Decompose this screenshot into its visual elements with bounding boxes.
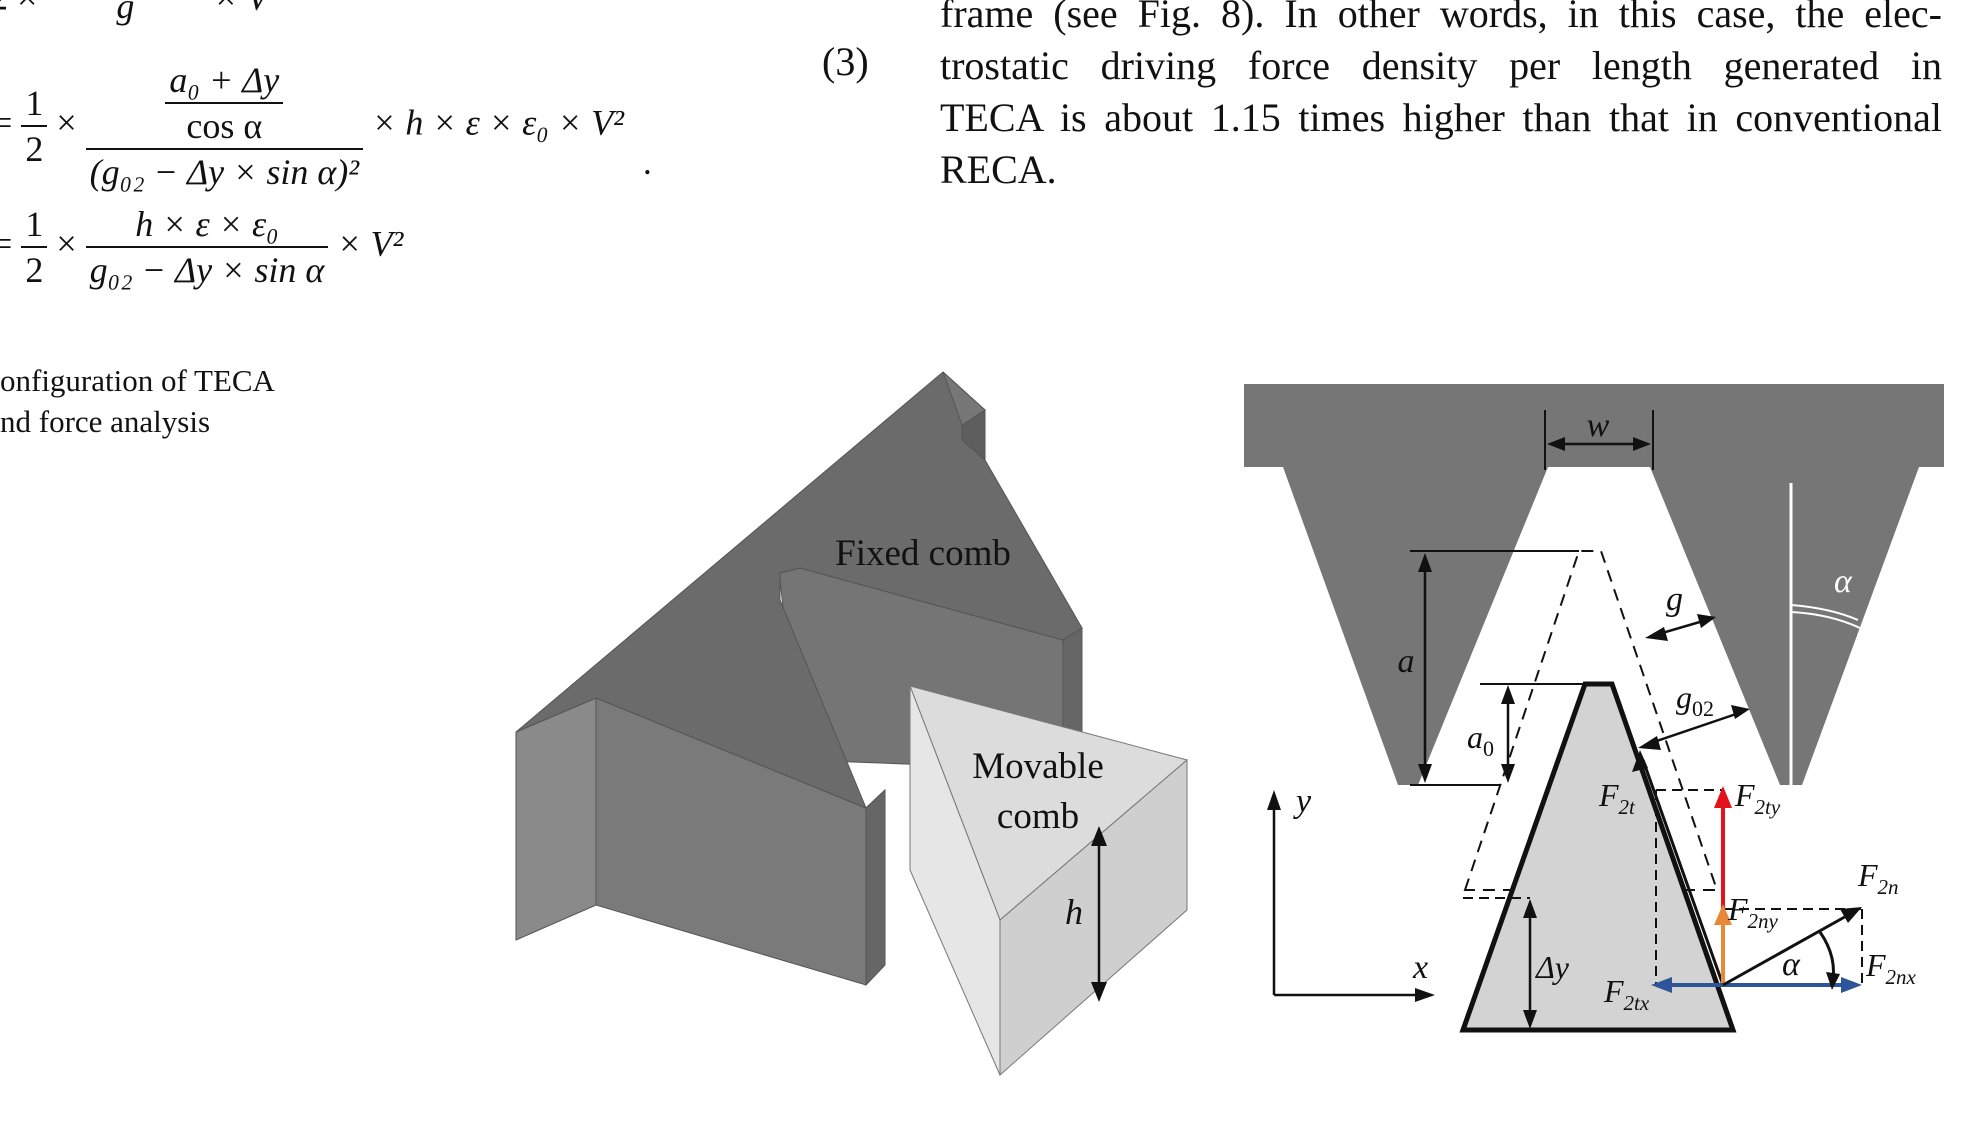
paragraph-line: frame (see Fig. 8). In other words, in t… (940, 0, 1942, 36)
equation-half: 1 2 (21, 83, 48, 167)
g02-base: g (1676, 679, 1692, 715)
alpha-label-force: α (1782, 946, 1801, 983)
body-paragraph: frame (see Fig. 8). In other words, in t… (940, 0, 1942, 196)
f2tx-arrowhead (1651, 977, 1672, 993)
paragraph-line: TECA is about 1.15 times higher than tha… (940, 95, 1942, 140)
g-label: g (1666, 581, 1683, 618)
f2ny-arrowhead (1714, 904, 1732, 925)
equals-sign: = (0, 102, 13, 143)
equation-fraction-1: a₀ + Δy cos α (g₀₂ − Δy × sin α)² (85, 62, 364, 190)
x-axis-label: x (1412, 949, 1428, 986)
w-label: w (1587, 407, 1610, 444)
figure-caption: onfiguration of TECA nd force analysis (0, 360, 275, 442)
xy-axes: y x (1267, 783, 1435, 1002)
delta-y-label: Δy (1534, 949, 1570, 985)
half-num: 1 (25, 83, 44, 123)
equation-number: (3) (822, 39, 869, 84)
times-sign: × (56, 223, 77, 264)
half-den: 2 (21, 125, 48, 167)
f2ty-subscript: 2ty (1755, 795, 1781, 819)
fixed-comb-section: α w (1244, 384, 1944, 785)
f2nx-base: F (1865, 947, 1886, 983)
equation-half-denominator: 2 (0, 0, 8, 17)
equation-fraction-num: h × ε × ε₀ (135, 204, 279, 244)
f2tx-label: F2tx (1603, 973, 1650, 1015)
equals-sign: = (0, 223, 13, 264)
equation-half: 1 2 (21, 204, 48, 288)
times-sign: × (56, 102, 77, 143)
movable-comb: Movable comb h (909, 685, 1189, 1077)
a-label: a (1398, 643, 1415, 680)
equation-row-1: = 1 2 × a₀ + Δy cos α (g₀₂ − Δy × sin α)… (0, 62, 652, 190)
f2ty-arrowhead (1714, 786, 1732, 808)
equation-row-0: 2 × g × V (0, 0, 269, 24)
equation-tail: × V (213, 0, 268, 17)
caption-line: nd force analysis (0, 404, 211, 439)
g02-label: g02 (1676, 679, 1714, 721)
inner-den: cos α (165, 102, 284, 144)
f2nx-subscript: 2nx (1886, 965, 1917, 989)
inner-fraction: a₀ + Δy cos α (86, 62, 363, 148)
f2ny-base: F (1727, 891, 1748, 927)
force-vectors: α (1632, 750, 1862, 993)
movable-comb-label-2: comb (997, 796, 1079, 837)
equation-tail: × h × ε × ε₀ × V² (372, 102, 624, 143)
inner-frac: a₀ + Δy cos α (165, 60, 284, 144)
a0-subscript: 0 (1483, 736, 1494, 761)
equation-fraction-den: g (46, 0, 204, 24)
times-sign: × (17, 0, 37, 17)
f2ty-label: F2ty (1734, 777, 1781, 819)
f2n-label: F2n (1857, 857, 1899, 899)
equation-fraction-den: (g₀₂ − Δy × sin α)² (85, 148, 364, 190)
height-label: h (1065, 892, 1083, 932)
equation-fraction-den: g₀₂ − Δy × sin α (85, 246, 329, 288)
paragraph-line: trostatic driving force density per leng… (940, 43, 1942, 88)
f2t-label: F2t (1598, 777, 1636, 819)
movable-comb-label-1: Movable (972, 746, 1104, 787)
g02-subscript: 02 (1692, 696, 1714, 721)
equation-fraction-2: h × ε × ε₀ g₀₂ − Δy × sin α (85, 204, 329, 288)
caption-line: onfiguration of TECA (0, 363, 275, 398)
f2t-base: F (1598, 777, 1619, 813)
f2ty-base: F (1734, 777, 1755, 813)
paragraph-line: RECA. (940, 147, 1057, 192)
f2n-subscript: 2n (1878, 875, 1899, 899)
f2nx-arrowhead (1841, 977, 1862, 993)
f2tx-base: F (1603, 973, 1624, 1009)
f2tx-subscript: 2tx (1624, 991, 1650, 1015)
f2n-arrowhead (1840, 907, 1862, 923)
alpha-label-top: α (1834, 563, 1853, 600)
equation-row-2: = 1 2 × h × ε × ε₀ g₀₂ − Δy × sin α × V² (0, 206, 403, 288)
a0-label: a0 (1467, 719, 1494, 761)
inner-num: a₀ + Δy (169, 60, 280, 100)
equation-period: . (642, 142, 652, 183)
half-num: 1 (25, 204, 44, 244)
f2ny-label: F2ny (1727, 891, 1779, 933)
equation-tail: × V² (337, 223, 404, 264)
f2t-subscript: 2t (1619, 795, 1637, 819)
f2nx-label: F2nx (1865, 947, 1917, 989)
f2n-base: F (1857, 857, 1878, 893)
f2t-arrowhead (1632, 750, 1648, 772)
equation-fraction-0: g (46, 0, 204, 24)
y-axis-label: y (1293, 783, 1312, 820)
f2ny-subscript: 2ny (1748, 909, 1779, 933)
a0-base: a (1467, 719, 1483, 755)
fixed-comb-label: Fixed comb (835, 533, 1011, 574)
half-den: 2 (21, 246, 48, 288)
movable-comb-section (1459, 681, 1737, 1033)
